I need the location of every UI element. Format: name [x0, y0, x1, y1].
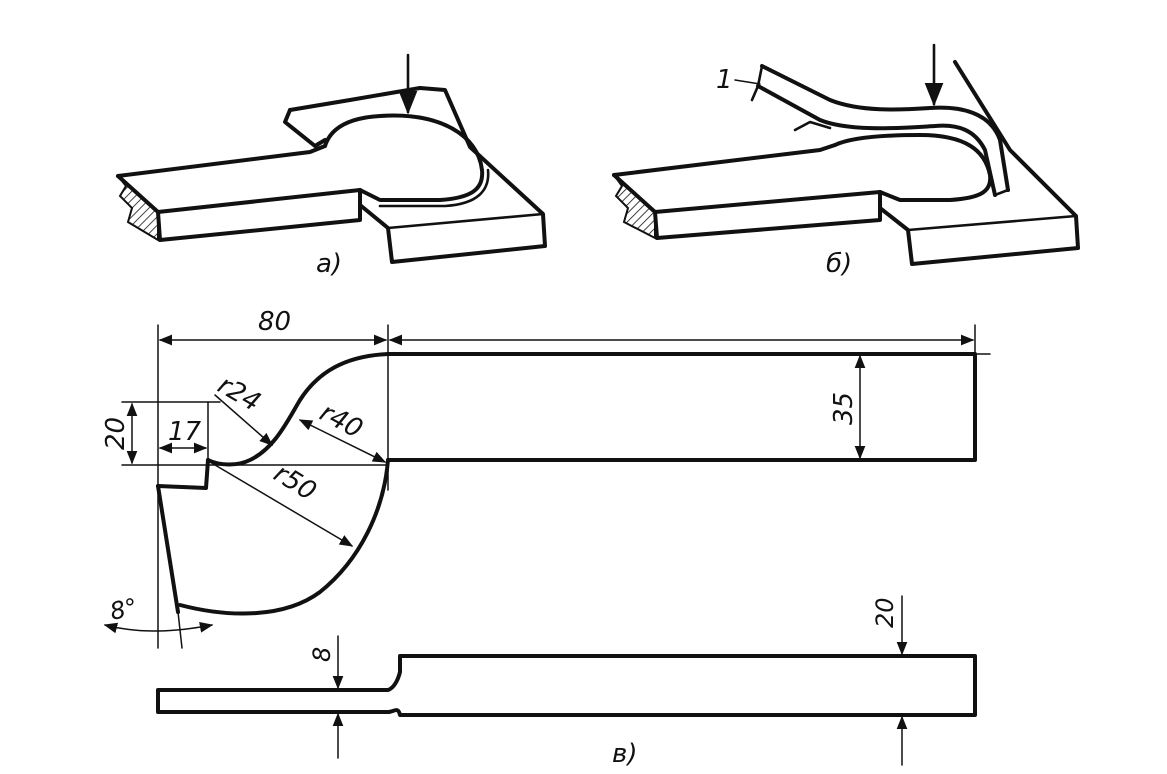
- figure-v-plan-view: 80 35 20 17 r24 r40 r50 8°: [101, 307, 991, 649]
- dim-35-label: 35: [829, 392, 859, 425]
- dim-20-label: 20: [101, 417, 131, 450]
- radius-50-label: r50: [268, 458, 321, 507]
- radius-40-label: r40: [315, 398, 368, 445]
- part-number-label: 1: [716, 65, 733, 95]
- figure-b-label: б): [826, 249, 852, 279]
- dim-8-label: 8: [308, 647, 336, 662]
- figure-a-isometric-part: a): [116, 53, 547, 279]
- figure-a-label: a): [316, 249, 342, 279]
- dim-80-label: 80: [258, 307, 291, 337]
- radius-24-label: r24: [213, 370, 266, 418]
- dim-20-side-label: 20: [871, 597, 899, 628]
- figure-v-side-view: 8 20 в): [156, 595, 977, 769]
- figure-b-isometric-part: 1 б): [612, 43, 1080, 279]
- figure-v-label: в): [612, 739, 637, 769]
- angle-8-label: 8°: [107, 593, 140, 626]
- dim-17-label: 17: [168, 417, 202, 447]
